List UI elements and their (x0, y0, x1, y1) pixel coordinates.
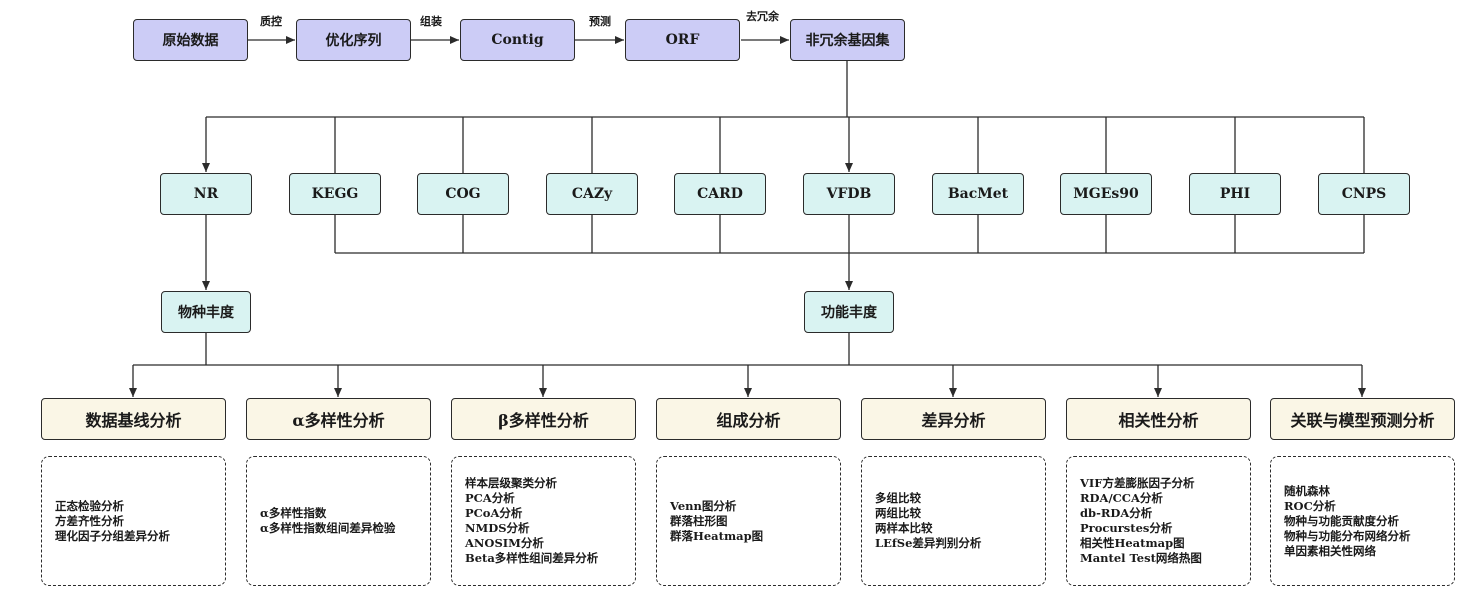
edge-label-predict: 预测 (589, 15, 611, 28)
db-vfdb: VFDB (803, 173, 895, 215)
list-item: Venn图分析 (670, 498, 737, 513)
analysis-alpha-diversity: α多样性分析 (246, 398, 431, 440)
analysis-composition: 组成分析 (656, 398, 841, 440)
node-species-abundance: 物种丰度 (161, 291, 251, 333)
list-item: Procurstes分析 (1080, 521, 1173, 535)
list-item: Mantel Test网络热图 (1080, 551, 1202, 565)
list-item: 正态检验分析 (55, 498, 124, 513)
edge-label-qc: 质控 (260, 15, 282, 28)
edge-label-dedup: 去冗余 (746, 10, 779, 23)
list-item: RDA/CCA分析 (1080, 491, 1163, 505)
edge-label-assembly: 组装 (420, 15, 442, 28)
list-item: NMDS分析 (465, 521, 530, 535)
list-item: 方差齐性分析 (55, 513, 124, 528)
list-item: VIF方差膨胀因子分析 (1080, 476, 1195, 490)
list-item: 两样本比较 (875, 521, 933, 535)
db-bacmet: BacMet (932, 173, 1024, 215)
db-phi: PHI (1189, 173, 1281, 215)
node-contig: Contig (460, 19, 575, 61)
list-item: 相关性Heatmap图 (1080, 536, 1185, 550)
list-item: 群落柱形图 (670, 513, 728, 528)
db-cog: COG (417, 173, 509, 215)
node-optimized-sequence: 优化序列 (296, 19, 411, 61)
node-raw-data: 原始数据 (133, 19, 248, 61)
db-kegg: KEGG (289, 173, 381, 215)
list-baseline: 正态检验分析 方差齐性分析 理化因子分组差异分析 (41, 456, 226, 586)
node-function-abundance: 功能丰度 (804, 291, 894, 333)
list-item: db-RDA分析 (1080, 506, 1153, 520)
list-item: 单因素相关性网络 (1284, 543, 1376, 558)
list-correlation: VIF方差膨胀因子分析 RDA/CCA分析 db-RDA分析 Procurste… (1066, 456, 1251, 586)
list-item: 样本层级聚类分析 (465, 476, 557, 490)
analysis-beta-diversity: β多样性分析 (451, 398, 636, 440)
list-item: Beta多样性组间差异分析 (465, 551, 599, 565)
list-item: 随机森林 (1284, 483, 1330, 498)
analysis-baseline: 数据基线分析 (41, 398, 226, 440)
node-orf: ORF (625, 19, 740, 61)
node-nonredundant-gene-set: 非冗余基因集 (790, 19, 905, 61)
list-item: 理化因子分组差异分析 (55, 528, 170, 543)
list-association-prediction: 随机森林 ROC分析 物种与功能贡献度分析 物种与功能分布网络分析 单因素相关性… (1270, 456, 1455, 586)
list-composition: Venn图分析 群落柱形图 群落Heatmap图 (656, 456, 841, 586)
db-mges90: MGEs90 (1060, 173, 1152, 215)
list-item: 群落Heatmap图 (670, 528, 764, 543)
list-beta-diversity: 样本层级聚类分析 PCA分析 PCoA分析 NMDS分析 ANOSIM分析 Be… (451, 456, 636, 586)
list-item: α多样性指数组间差异检验 (260, 521, 396, 535)
list-item: 物种与功能贡献度分析 (1284, 513, 1399, 528)
analysis-association-prediction: 关联与模型预测分析 (1270, 398, 1455, 440)
list-item: 物种与功能分布网络分析 (1284, 528, 1411, 543)
list-item: ANOSIM分析 (465, 536, 544, 550)
analysis-correlation: 相关性分析 (1066, 398, 1251, 440)
list-item: PCoA分析 (465, 506, 523, 520)
list-item: LEfSe差异判别分析 (875, 536, 982, 550)
list-item: ROC分析 (1284, 498, 1336, 513)
db-cazy: CAZy (546, 173, 638, 215)
list-item: PCA分析 (465, 491, 515, 505)
list-differential: 多组比较 两组比较 两样本比较 LEfSe差异判别分析 (861, 456, 1046, 586)
list-alpha-diversity: α多样性指数 α多样性指数组间差异检验 (246, 456, 431, 586)
db-nr: NR (160, 173, 252, 215)
list-item: 两组比较 (875, 506, 921, 520)
db-cnps: CNPS (1318, 173, 1410, 215)
analysis-differential: 差异分析 (861, 398, 1046, 440)
db-card: CARD (674, 173, 766, 215)
list-item: 多组比较 (875, 491, 921, 505)
list-item: α多样性指数 (260, 506, 327, 520)
